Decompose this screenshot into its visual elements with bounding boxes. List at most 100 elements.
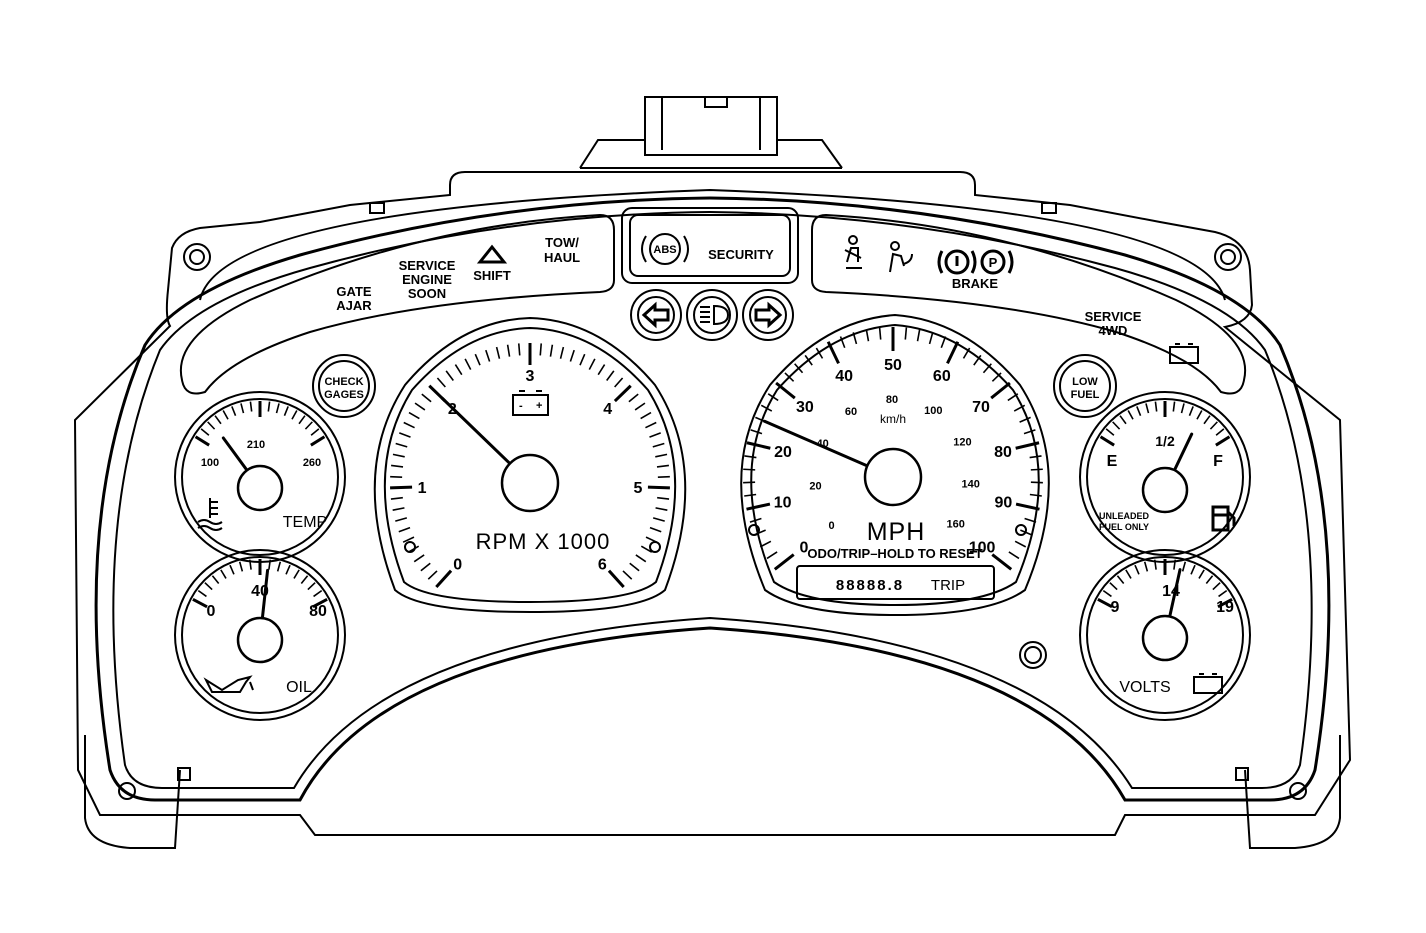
- speed-tick: [1013, 404, 1026, 412]
- fuel-tick: [1105, 428, 1115, 436]
- speed-tick: [982, 363, 992, 374]
- tach-hub: [500, 453, 560, 513]
- tach-tick: [559, 346, 565, 359]
- speed-mph-label: 40: [835, 368, 853, 385]
- temp-tick: [298, 415, 306, 425]
- speed-tick: [1015, 502, 1040, 511]
- tach-tick-label: 5: [633, 480, 642, 497]
- speed-mph-label: 100: [969, 540, 996, 557]
- abs-icon: ABS: [641, 233, 689, 265]
- tach-tick-label: 0: [453, 556, 462, 573]
- fuel-tick: [1136, 406, 1142, 416]
- speed-mph-label: 70: [972, 399, 990, 416]
- speed-tick: [878, 327, 882, 340]
- tach-tick: [569, 349, 575, 362]
- tach-tick: [390, 485, 413, 490]
- volts-tick: [1143, 561, 1149, 572]
- tach-tick: [402, 536, 415, 543]
- temp-tick-label-100: 100: [201, 457, 219, 469]
- service-engine-line3: SOON: [408, 286, 446, 301]
- speed-tick: [744, 493, 757, 497]
- tach-tick: [652, 517, 665, 522]
- tach-tick: [395, 517, 408, 522]
- tach-tick: [413, 554, 425, 563]
- oil-tick: [197, 589, 207, 598]
- speed-tick: [1015, 441, 1040, 450]
- headlamp-icon: [686, 289, 738, 341]
- service-4wd-line2: 4WD: [1099, 323, 1128, 338]
- odometer-display: [796, 565, 995, 600]
- airbag-icon: [889, 241, 913, 273]
- volts-tick: [1198, 569, 1205, 579]
- speed-tick: [744, 455, 757, 459]
- trip-reset-button: [1019, 641, 1047, 669]
- temp-tick-marks: [194, 401, 326, 447]
- service-engine-line2: ENGINE: [402, 272, 452, 287]
- tach-tick: [657, 475, 670, 478]
- indicator-strip: GATE AJAR SERVICE ENGINE SOON SHIFT TOW/…: [179, 207, 1247, 418]
- security-label: SECURITY: [708, 247, 774, 262]
- tach-tick: [634, 402, 646, 411]
- gate-ajar-line1: GATE: [336, 284, 371, 299]
- speed-screw-left: [748, 524, 760, 536]
- speed-tick: [760, 404, 773, 412]
- speed-kmh-label: 80: [886, 394, 898, 406]
- fuel-note-line2: FUEL ONLY: [1099, 522, 1149, 532]
- volts-tick: [1212, 582, 1221, 591]
- speed-tick: [815, 347, 824, 359]
- temp-tick: [231, 406, 237, 416]
- service-4wd-line1: SERVICE: [1085, 309, 1142, 324]
- speed-tick: [839, 336, 846, 349]
- tach-tick: [390, 475, 403, 478]
- tach-tick: [539, 343, 543, 356]
- speed-kmh-label: 160: [946, 518, 964, 530]
- service-engine-line1: SERVICE: [399, 258, 456, 273]
- tach-tick: [436, 377, 446, 388]
- speed-tick: [990, 381, 1011, 400]
- speed-tick: [804, 354, 813, 366]
- oil-tick: [211, 575, 220, 585]
- volts-tick: [1153, 559, 1157, 570]
- volts-tick: [1181, 561, 1187, 572]
- oil-tick: [220, 569, 227, 579]
- temp-tick: [194, 435, 210, 447]
- tach-tick: [420, 562, 431, 572]
- coolant-temp-icon: [197, 498, 223, 531]
- speed-tick: [852, 332, 858, 345]
- tach-tick: [391, 464, 404, 468]
- mph-label: MPH: [867, 518, 926, 546]
- tach-tick: [656, 464, 669, 468]
- temp-tick: [214, 415, 222, 425]
- speed-tick: [991, 553, 1013, 571]
- speed-hub: [863, 447, 923, 507]
- fuel-hub: [1141, 466, 1189, 514]
- speed-tick: [940, 336, 947, 349]
- tach-tick: [613, 384, 632, 403]
- speed-kmh-label: 120: [953, 436, 971, 448]
- tach-tick: [474, 353, 481, 366]
- tach-tick: [622, 570, 633, 580]
- volts-tick: [1102, 589, 1112, 598]
- oil-hub: [236, 616, 284, 664]
- speed-kmh-label: 20: [809, 480, 821, 492]
- volts-tick: [1116, 575, 1125, 585]
- tach-tick: [506, 344, 511, 357]
- oil-tick: [276, 561, 282, 572]
- tach-tick: [408, 411, 420, 420]
- brake-p-label: P: [989, 255, 998, 270]
- svg-text:-: -: [519, 400, 523, 412]
- fuel-tick: [1203, 415, 1211, 425]
- temp-tick: [240, 403, 245, 414]
- temp-tick: [310, 428, 320, 436]
- tach-tick: [399, 432, 411, 438]
- temp-tick-label-260: 260: [303, 457, 321, 469]
- speed-mph-label: 10: [774, 494, 792, 511]
- speed-tick: [946, 341, 960, 365]
- speed-tick: [991, 372, 1002, 382]
- tach-tick: [588, 358, 596, 370]
- volts-tick-marks: [1097, 559, 1233, 609]
- temp-tick-label-210: 210: [247, 439, 265, 451]
- speed-tick: [1030, 468, 1043, 471]
